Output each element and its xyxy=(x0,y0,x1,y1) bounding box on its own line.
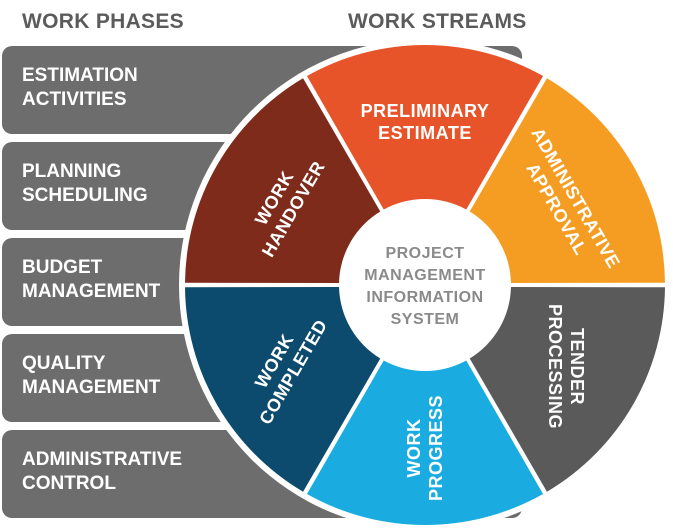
stream-wedge xyxy=(306,360,544,525)
stream-label: PRELIMINARY xyxy=(361,101,490,121)
center-label: PROJECT xyxy=(385,245,464,262)
center-circle xyxy=(342,202,508,368)
phase-label: MANAGEMENT xyxy=(22,377,161,398)
stream-wedge xyxy=(185,287,381,492)
center-label: MANAGEMENT xyxy=(364,267,485,284)
work-streams-heading: WORK STREAMS xyxy=(348,10,527,33)
center-label: SYSTEM xyxy=(391,311,460,328)
phase-label: SCHEDULING xyxy=(22,185,148,206)
stream-label: ESTIMATE xyxy=(378,123,472,143)
center-hub: PROJECT MANAGEMENT INFORMATION SYSTEM xyxy=(342,202,508,368)
phase-label: PLANNING xyxy=(22,161,121,182)
work-phases-heading: WORK PHASES xyxy=(22,10,184,33)
stream-label: PROGRESS xyxy=(426,395,446,501)
stream-wedge xyxy=(469,78,665,283)
phase-label: ADMINISTRATIVE xyxy=(22,449,182,470)
stream-label: PROCESSING xyxy=(545,304,565,429)
center-label: INFORMATION xyxy=(366,289,483,306)
stream-wedge xyxy=(185,78,381,283)
stream-label: TENDER xyxy=(567,328,587,405)
phase-label: ESTIMATION xyxy=(22,65,138,86)
phase-label: QUALITY xyxy=(22,353,106,374)
phase-label: BUDGET xyxy=(22,257,103,278)
phase-label: MANAGEMENT xyxy=(22,281,161,302)
stream-wedge xyxy=(469,287,665,492)
stream-wedge xyxy=(306,44,544,210)
phase-label: ACTIVITIES xyxy=(22,89,127,110)
stream-label: WORK xyxy=(404,419,424,478)
phase-label: CONTROL xyxy=(22,473,116,494)
